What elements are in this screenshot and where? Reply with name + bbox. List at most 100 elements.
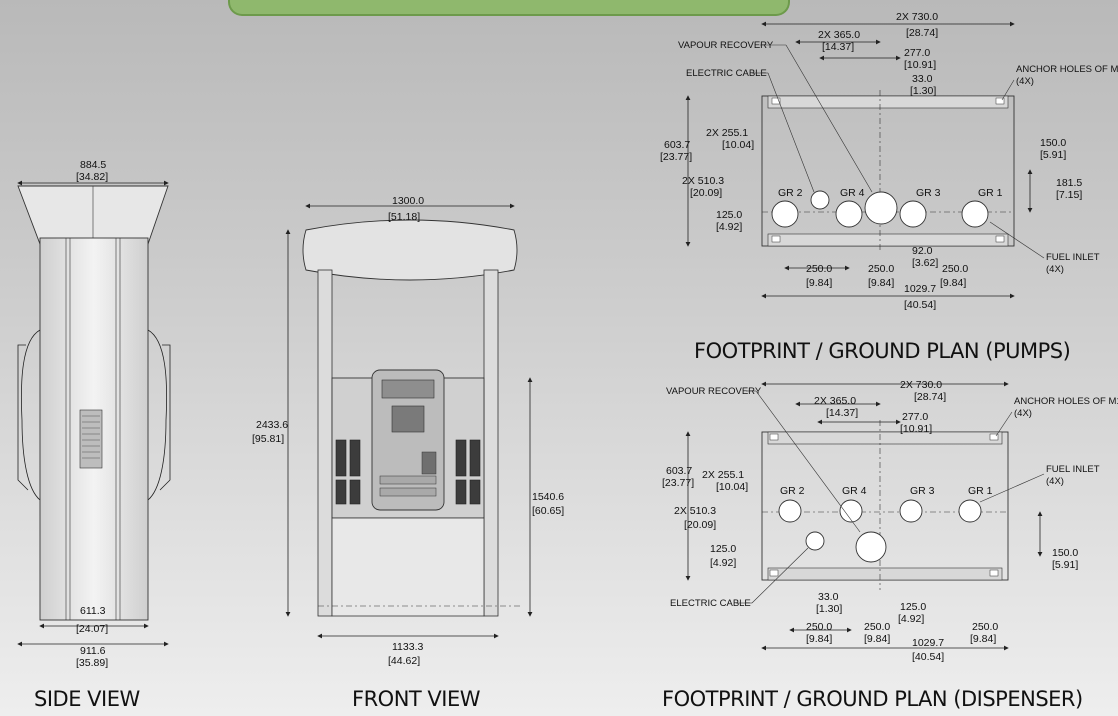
front-post-right [483,269,499,617]
dispenser-cable-label: ELECTRIC CABLE [670,598,751,609]
dispenser-dim: [9.84] [970,633,996,645]
pumps-dim: [5.91] [1040,149,1066,161]
dispenser-dim: [14.37] [826,407,858,419]
dispenser-dim: [10.91] [900,423,932,435]
dispenser-dim: 33.0 [818,591,839,603]
dispenser-dim: 125.0 [900,601,926,613]
dispenser-dim: [40.54] [912,651,944,663]
pumps-dim: 1029.7 [904,283,936,295]
dispenser-fuel-count: (4X) [1046,476,1064,487]
pumps-dim: [10.91] [904,59,936,71]
anchor-hole [769,433,779,441]
pumps-dim: [3.62] [912,257,938,269]
pumps-dim: 92.0 [912,245,933,257]
pumps-dim: [28.74] [906,27,938,39]
front-price-display [381,379,435,399]
dispenser-grade-label: GR 2 [780,485,805,497]
pumps-dim: [10.04] [722,139,754,151]
front-body-dim: 1540.6 [532,491,564,503]
anchor-hole [995,97,1005,105]
dispenser-electric-cable-hole [805,531,825,551]
dispenser-vapour-recovery-hole [855,531,887,563]
side-view: 884.5 [34.82] 611.3 [24.07] 911.6 [35.89… [17,159,171,711]
dispenser-dim: [9.84] [864,633,890,645]
anchor-hole [989,433,999,441]
pumps-dim: [1.30] [910,85,936,97]
pumps-anchor-label: ANCHOR HOLES OF M10 [1016,64,1118,75]
dispenser-dim: [28.74] [914,391,946,403]
pumps-dim: 277.0 [904,47,930,59]
dispenser-dim: 1029.7 [912,637,944,649]
pumps-dim: [20.09] [690,187,722,199]
front-view: 1300.0 [51.18] 2433.6 [95.81] 1540.6 [60… [252,195,564,711]
side-base-outer-dim: 911.6 [80,645,106,657]
dispenser-grade-label: GR 1 [968,485,993,497]
front-head-panel [371,369,445,511]
pumps-fuel-label: FUEL INLET [1046,252,1100,263]
dispenser-dim: [10.04] [716,481,748,493]
pumps-dim: 2X 255.1 [706,127,748,139]
dispenser-anchor-label: ANCHOR HOLES OF M10 [1014,396,1118,407]
side-view-title: SIDE VIEW [34,687,140,711]
pumps-dim: 33.0 [912,73,933,85]
pumps-grade-label: GR 2 [778,187,803,199]
dispenser-dim: 603.7 [666,465,692,477]
pumps-dim: 2X 510.3 [682,175,724,187]
pumps-grade-label: GR 4 [840,187,865,199]
dispenser-dim: [4.92] [710,557,736,569]
pumps-anchor-count: (4X) [1016,76,1034,87]
dispenser-plan: GR 2 GR 4 GR 3 GR 1 VAPOUR RECOVERY ELEC… [662,379,1118,711]
dispenser-dim: [1.30] [816,603,842,615]
dispenser-grade-label: GR 4 [842,485,867,497]
pumps-dim: [9.84] [868,277,894,289]
dispenser-grade-3-inlet [899,499,923,523]
side-vent-grille [79,409,103,469]
pumps-dim: [14.37] [822,41,854,53]
anchor-hole [769,569,779,577]
pumps-dim: 125.0 [716,209,742,221]
pumps-grade-4-inlet [835,200,863,228]
pumps-dim: 181.5 [1056,177,1082,189]
pumps-dim: [4.92] [716,221,742,233]
dispenser-dim: 250.0 [972,621,998,633]
dispenser-dim: [20.09] [684,519,716,531]
side-base-outer-dim-in: [35.89] [76,657,108,669]
dispenser-plan-title: FOOTPRINT / GROUND PLAN (DISPENSER) [662,687,1083,711]
dispenser-dim: 250.0 [806,621,832,633]
pumps-dim: [40.54] [904,299,936,311]
front-height-dim: 2433.6 [256,419,288,431]
front-keypad [421,451,437,475]
side-nozzle-left [20,329,41,501]
pumps-dim: 2X 365.0 [818,29,860,41]
pumps-dim: 250.0 [868,263,894,275]
front-canopy [302,219,518,281]
dispenser-fuel-label: FUEL INLET [1046,464,1100,475]
side-base-inner-dim-in: [24.07] [76,623,108,635]
pumps-dim: 250.0 [942,263,968,275]
pumps-dim: 250.0 [806,263,832,275]
pumps-plan-title: FOOTPRINT / GROUND PLAN (PUMPS) [694,339,1070,363]
front-base-dim: 1133.3 [392,641,423,653]
pumps-grade-label: GR 1 [978,187,1003,199]
dispenser-dim: [9.84] [806,633,832,645]
front-body-dim-in: [60.65] [532,505,564,517]
front-view-title: FRONT VIEW [352,687,481,711]
dispenser-dim: [5.91] [1052,559,1078,571]
pumps-vapour-recovery-hole [864,191,898,225]
front-nozzles-left [335,439,361,505]
dispenser-grade-4-inlet [839,499,863,523]
dispenser-grade-2-inlet [778,499,802,523]
front-lower-cabinet [331,517,485,617]
pumps-dim: [9.84] [806,277,832,289]
anchor-hole [989,569,999,577]
dispenser-dim: 2X 510.3 [674,505,716,517]
dispenser-dim: 277.0 [902,411,928,423]
dispenser-dim: 125.0 [710,543,736,555]
pumps-dim: 2X 730.0 [896,11,938,23]
dispenser-dim: [23.77] [662,477,694,489]
front-nozzles-right [455,439,481,505]
dispenser-dim: 250.0 [864,621,890,633]
pumps-vapour-label: VAPOUR RECOVERY [678,40,774,51]
pumps-dim: [23.77] [660,151,692,163]
